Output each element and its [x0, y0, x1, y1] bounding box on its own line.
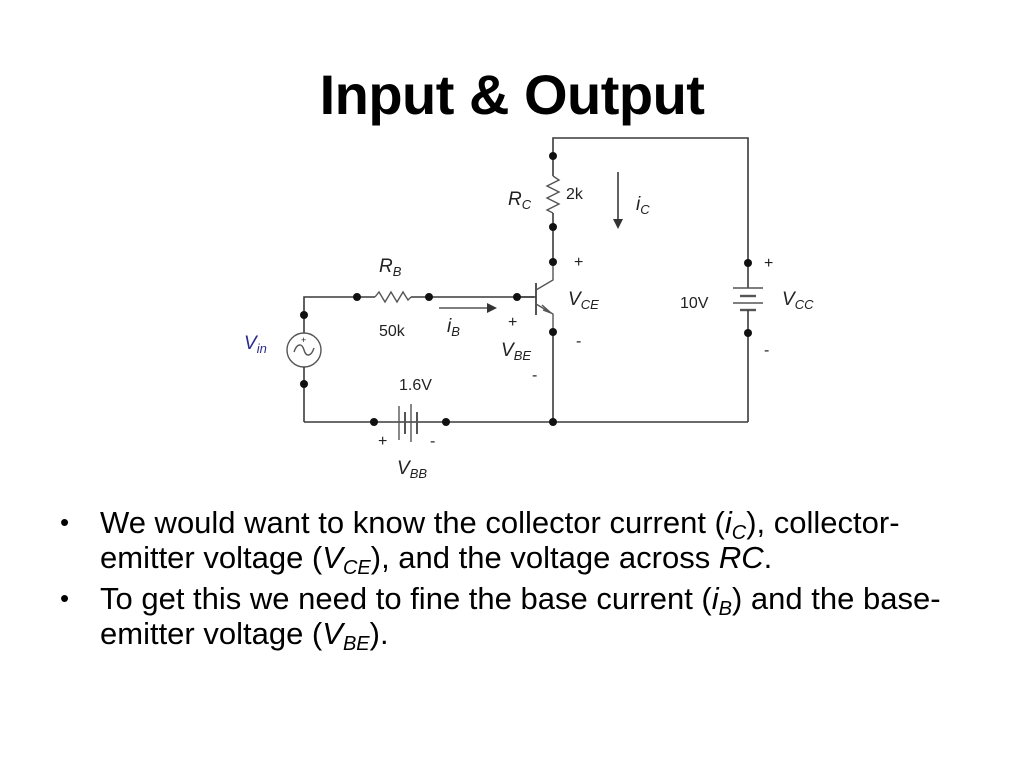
ib-arrow: [439, 303, 497, 313]
vbe-minus: -: [532, 367, 537, 384]
vce-plus: +: [574, 254, 583, 271]
vbe-label: VBE: [501, 340, 531, 363]
bullet-item: We would want to know the collector curr…: [58, 505, 978, 578]
vbb-minus: -: [430, 433, 435, 450]
resistor-rb: [357, 290, 429, 304]
node: [744, 259, 752, 267]
junction-nodes: [300, 152, 752, 426]
rb-value: 50k: [379, 323, 406, 340]
battery-vbb: [398, 404, 418, 442]
vcc-plus: +: [764, 255, 773, 272]
ic-arrow: [613, 172, 623, 229]
node: [549, 258, 557, 266]
node: [744, 329, 752, 337]
npn-transistor: [519, 262, 554, 332]
node: [549, 152, 557, 160]
vin-label: Vin: [244, 333, 267, 356]
vcc-value: 10V: [680, 295, 709, 312]
vce-minus: -: [576, 333, 581, 350]
rb-label: RB: [379, 256, 402, 279]
ac-source-vin: +: [286, 315, 322, 384]
node: [300, 380, 308, 388]
vbb-plus: +: [378, 433, 387, 450]
node: [300, 311, 308, 319]
ib-label: iB: [447, 316, 460, 339]
vcc-label: VCC: [782, 289, 814, 312]
node: [353, 293, 361, 301]
ic-label: iC: [636, 194, 650, 217]
node: [549, 223, 557, 231]
node: [513, 293, 521, 301]
wire-top-collector-to-vcc: [552, 137, 749, 263]
node: [442, 418, 450, 426]
svg-text:+: +: [301, 335, 306, 345]
bullet-item: To get this we need to fine the base cur…: [58, 581, 978, 654]
wires: [303, 137, 749, 423]
vbb-label: VBB: [397, 458, 427, 481]
wire-left-top: [303, 296, 357, 315]
bullet-list: We would want to know the collector curr…: [58, 505, 978, 657]
node: [370, 418, 378, 426]
node: [549, 418, 557, 426]
vcc-minus: -: [764, 342, 769, 359]
battery-vcc: [733, 263, 763, 333]
vce-label: VCE: [568, 289, 599, 312]
slide-title: Input & Output: [319, 63, 705, 126]
node: [425, 293, 433, 301]
resistor-rc: [545, 156, 561, 227]
vbb-value: 1.6V: [399, 377, 432, 394]
bjt-circuit-diagram: + RC 2k iC RB 50k iB + VCE - + VBE - 10V: [244, 137, 814, 481]
rc-label: RC: [508, 189, 532, 212]
rc-value: 2k: [566, 186, 584, 203]
node: [549, 328, 557, 336]
vbe-plus: +: [508, 314, 517, 331]
